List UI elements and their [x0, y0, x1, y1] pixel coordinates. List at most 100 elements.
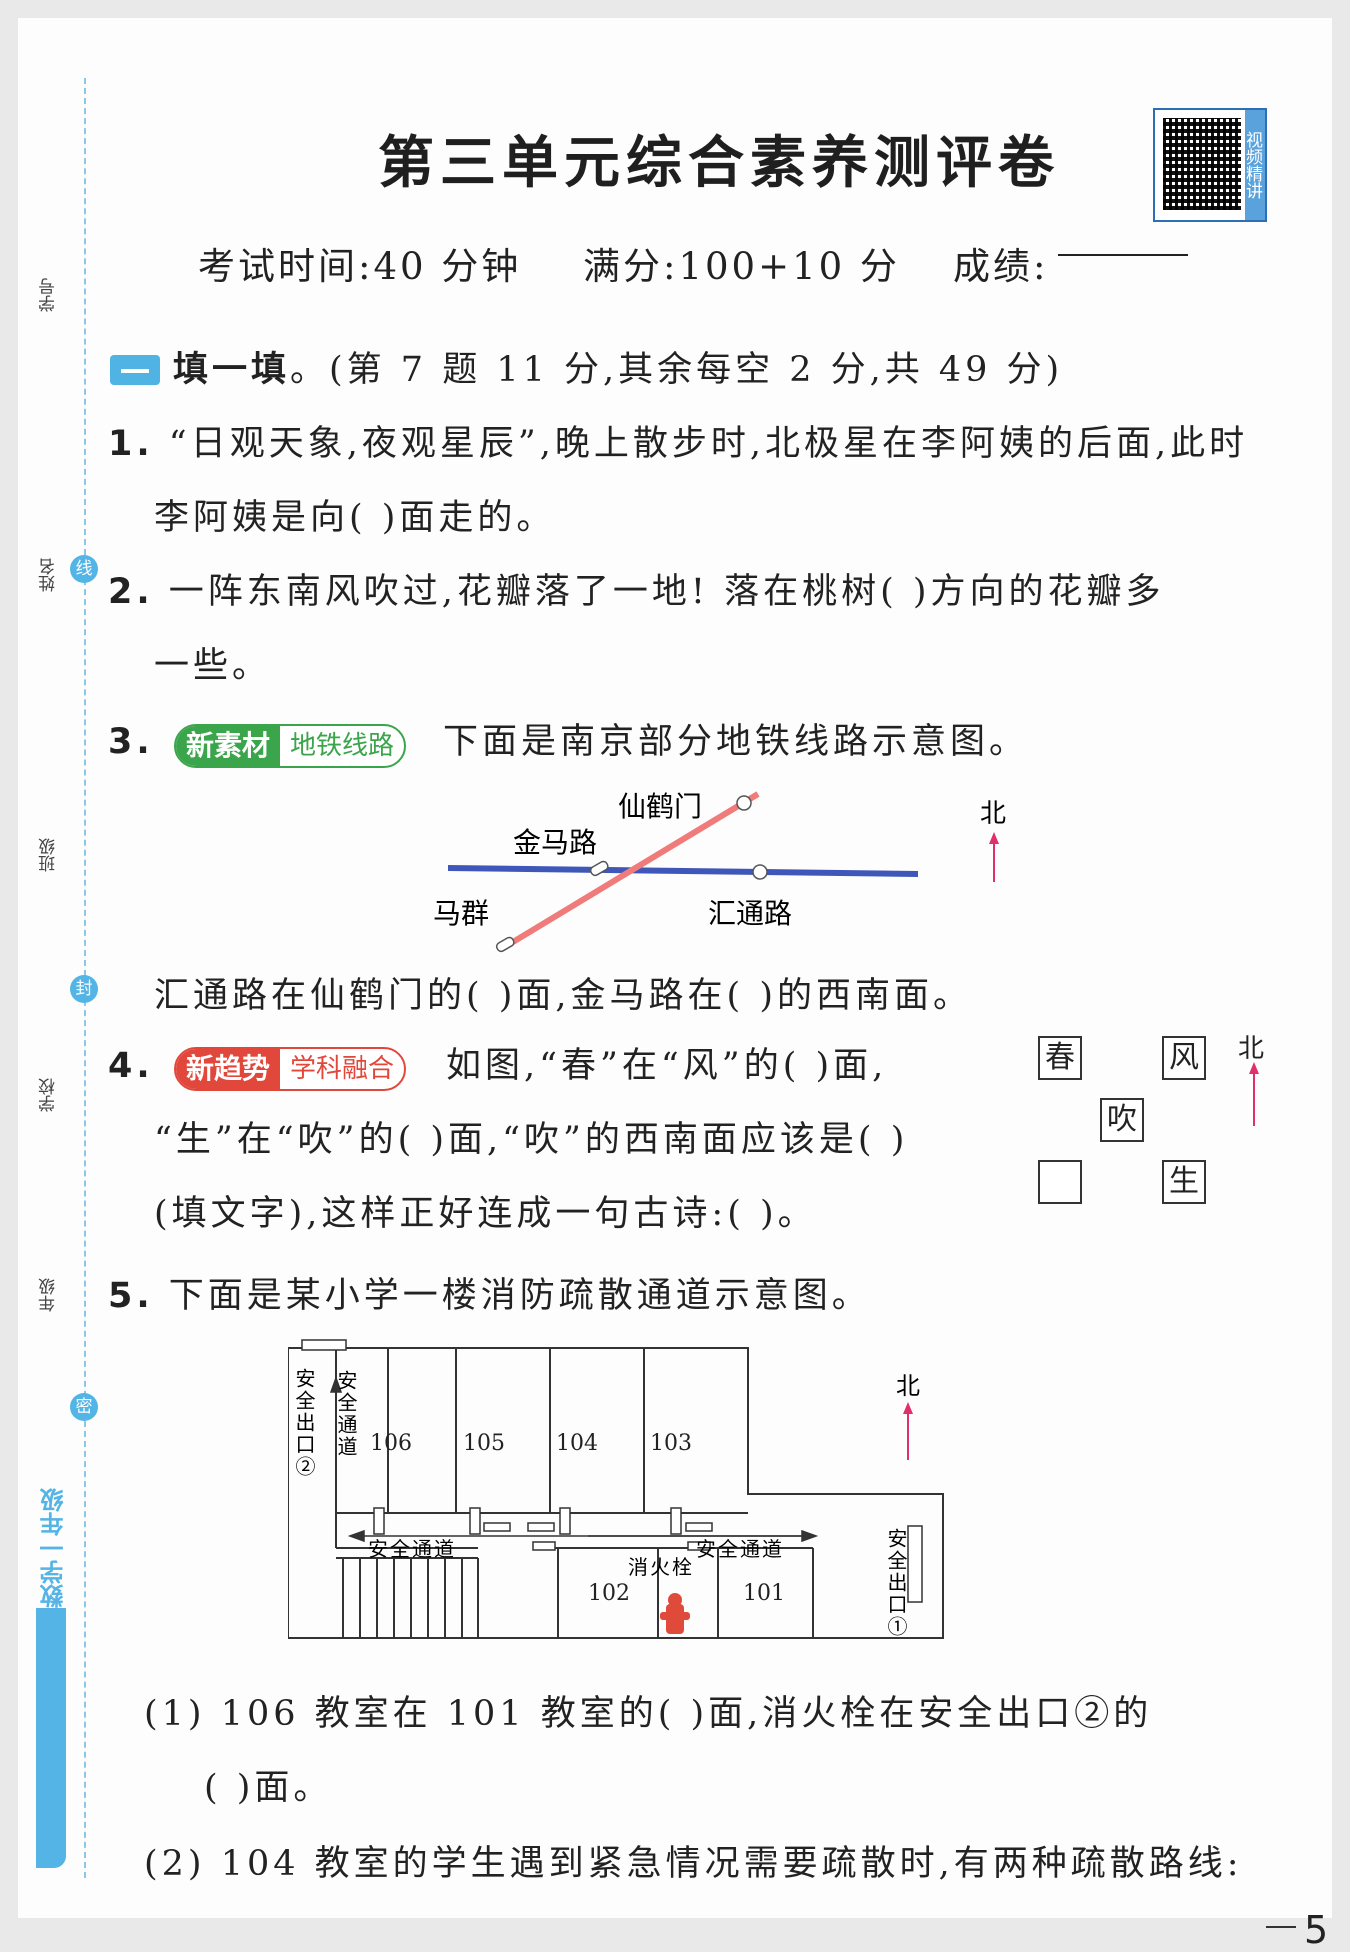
section-one-badge [110, 355, 160, 385]
grade-label: 成绩: [953, 245, 1049, 288]
door-101-icon [687, 1541, 711, 1551]
grid-cell-chui: 吹 [1100, 1098, 1144, 1142]
question-2-line1: 一阵东南风吹过,花瓣落了一地! 落在桃树( )方向的花瓣多 [168, 572, 1165, 612]
station-jinmalu-icon [589, 860, 609, 877]
door-102-icon [532, 1541, 556, 1551]
sidebar-band [36, 1608, 66, 1868]
station-label-xianhemen: 仙鹤门 [618, 790, 702, 823]
fire-hydrant-icon [660, 1593, 690, 1634]
new-trend-tag-label: 新趋势 [176, 1049, 281, 1089]
room-104-label: 104 [556, 1431, 598, 1456]
channel-left-label: 安全通道 [368, 1537, 456, 1561]
question-3-number: 3. [108, 722, 154, 762]
full-score: 满分:100+10 分 [583, 245, 900, 288]
sidebar-label-school: 学校 [39, 1078, 59, 1112]
section-one-note: 。(第 7 题 11 分,其余每空 2 分,共 49 分) [290, 350, 1064, 390]
question-4-line2: “生”在“吹”的( )面,“吹”的西南面应该是( ) [154, 1120, 909, 1160]
question-2: 2. 一阵东南风吹过,花瓣落了一地! 落在桃树( )方向的花瓣多 [108, 568, 1165, 616]
map-north-label: 北 [980, 799, 1006, 829]
sidebar-circle-secret: 密 [70, 1393, 98, 1421]
question-5: 5. 下面是某小学一楼消防疏散通道示意图。 [108, 1272, 871, 1320]
hydrant-label: 消火栓 [628, 1555, 694, 1579]
door-corridor-3-icon [685, 1522, 713, 1532]
door-corridor-1-icon [483, 1522, 511, 1532]
question-2-number: 2. [108, 572, 154, 612]
question-1-line1: “日观天象,夜观星辰”,晚上散步时,北极星在李阿姨的后面,此时 [168, 424, 1249, 464]
question-2-line2: 一些。 [154, 646, 272, 686]
qr-pattern-icon [1163, 118, 1241, 210]
question-1: 1. “日观天象,夜观星辰”,晚上散步时,北极星在李阿姨的后面,此时 [108, 420, 1248, 468]
sidebar-circle-seal: 封 [70, 975, 98, 1003]
sidebar-circle-line: 线 [70, 555, 98, 583]
station-maqun-icon [495, 936, 515, 953]
room-105-label: 105 [463, 1431, 505, 1456]
question-4-line3: (填文字),这样正好连成一句古诗:( )。 [154, 1194, 817, 1234]
station-xianhemen-icon [736, 795, 752, 811]
door-105-icon [469, 1507, 481, 1535]
plan-north-label: 北 [896, 1372, 920, 1400]
page-number: 5 [1304, 1908, 1329, 1952]
station-label-huitonglu: 汇通路 [708, 897, 792, 930]
grid-cell-chun: 春 [1038, 1036, 1082, 1080]
grid-north-arrow-icon [1249, 1062, 1259, 1126]
page-number-dash [1266, 1926, 1296, 1928]
room-102-label: 102 [588, 1581, 630, 1606]
station-label-maqun: 马群 [433, 897, 489, 930]
exit-2-label: 安全出口② [292, 1368, 316, 1478]
evacuation-plan: 106 105 104 103 102 101 安全出口② 安全出口① 安全通道… [288, 1339, 944, 1639]
question-4-number: 4. [108, 1046, 154, 1086]
sidebar-label-class: 班级 [39, 838, 59, 872]
question-5-number: 5. [108, 1276, 154, 1316]
question-1-line2: 李阿姨是向( )面走的。 [154, 498, 556, 538]
horizontal-channel-arrow-right-icon [801, 1529, 819, 1543]
question-3-text: 下面是南京部分地铁线路示意图。 [443, 722, 1029, 762]
grade-blank-line [1058, 254, 1188, 256]
question-5-sub1-line2: ( )面。 [204, 1768, 333, 1808]
question-5-text: 下面是某小学一楼消防疏散通道示意图。 [168, 1276, 871, 1316]
new-material-tag-label: 新素材 [176, 726, 281, 766]
question-4-line1: 如图,“春”在“风”的( )面, [446, 1046, 888, 1086]
exit-2-door-icon [301, 1339, 347, 1351]
exam-time: 考试时间:40 分钟 [198, 245, 522, 288]
station-label-jinmalu: 金马路 [513, 826, 597, 859]
channel-right-label: 安全通道 [696, 1537, 784, 1561]
page-title: 第三单元综合素养测评卷 [378, 130, 1060, 196]
sidebar-label-name: 姓名 [39, 558, 59, 592]
door-104-icon [559, 1507, 571, 1535]
question-5-sub2-line1: (2) 104 教室的学生遇到紧急情况需要疏散时,有两种疏散路线: [144, 1844, 1243, 1884]
room-103-label: 103 [650, 1431, 692, 1456]
grid-cell-feng: 风 [1162, 1036, 1206, 1080]
station-huitonglu-icon [752, 864, 768, 880]
exit-1-label: 安全出口① [884, 1528, 908, 1638]
question-1-number: 1. [108, 424, 154, 464]
new-trend-tag-topic: 学科融合 [290, 1054, 395, 1084]
door-103-icon [670, 1507, 682, 1535]
new-material-tag: 新素材 地铁线路 [174, 724, 407, 768]
section-one-title: 填一填 [173, 349, 291, 390]
room-106-label: 106 [370, 1431, 412, 1456]
grid-cell-sheng: 生 [1162, 1160, 1206, 1204]
subway-map: 仙鹤门 金马路 马群 汇通路 北 [433, 790, 1006, 953]
subway-line-blue [447, 865, 919, 877]
grid-north-label: 北 [1238, 1034, 1265, 1064]
map-north-arrowhead-icon [989, 832, 999, 844]
subway-line-red [501, 791, 760, 951]
room-101-label: 101 [743, 1581, 785, 1606]
exit-1-door-icon [907, 1525, 923, 1603]
plan-north-arrowhead-icon [903, 1402, 913, 1414]
question-5-sub1-line1: (1) 106 教室在 101 教室的( )面,消火栓在安全出口②的 [144, 1694, 1153, 1734]
door-corridor-2-icon [527, 1522, 555, 1532]
new-material-tag-topic: 地铁线路 [290, 731, 395, 761]
sidebar-series-label: 数学一年级 [40, 1488, 68, 1608]
exam-page: 学号 姓名 班级 学校 年级 线 封 密 数学一年级 第三单元综合素养测评卷 视… [18, 18, 1332, 1952]
sidebar-label-student-id: 学号 [39, 278, 59, 312]
grid-cell-blank[interactable] [1038, 1160, 1082, 1204]
sidebar-label-grade: 年级 [39, 1278, 59, 1312]
vertical-channel-label: 安全通道 [334, 1370, 358, 1458]
qr-code[interactable]: 视频精讲 [1153, 108, 1267, 222]
qr-label: 视频精讲 [1242, 110, 1265, 220]
door-106-icon [373, 1507, 385, 1535]
plan-outline [288, 1347, 944, 1639]
new-trend-tag: 新趋势 学科融合 [174, 1047, 407, 1091]
question-3-answer-line: 汇通路在仙鹤门的( )面,金马路在( )的西南面。 [154, 976, 972, 1016]
